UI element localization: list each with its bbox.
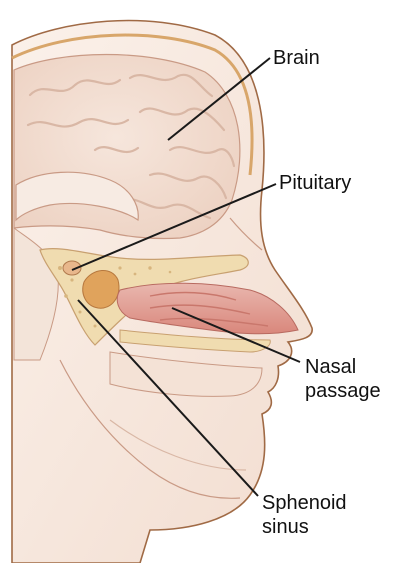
sphenoid-sinus-cavity [83, 270, 119, 308]
label-brain-text: Brain [273, 47, 320, 69]
label-nasal-passage-line-1: Nasal [305, 355, 381, 379]
label-pituitary-text: Pituitary [279, 172, 351, 194]
label-brain: Brain [273, 46, 320, 70]
label-sphenoid-sinus: Sphenoid sinus [262, 491, 347, 539]
label-sphenoid-sinus-line-2: sinus [262, 515, 347, 539]
label-sphenoid-sinus-line-1: Sphenoid [262, 491, 347, 515]
label-nasal-passage-line-2: passage [305, 379, 381, 403]
label-nasal-passage: Nasal passage [305, 355, 381, 403]
label-pituitary: Pituitary [279, 171, 351, 195]
